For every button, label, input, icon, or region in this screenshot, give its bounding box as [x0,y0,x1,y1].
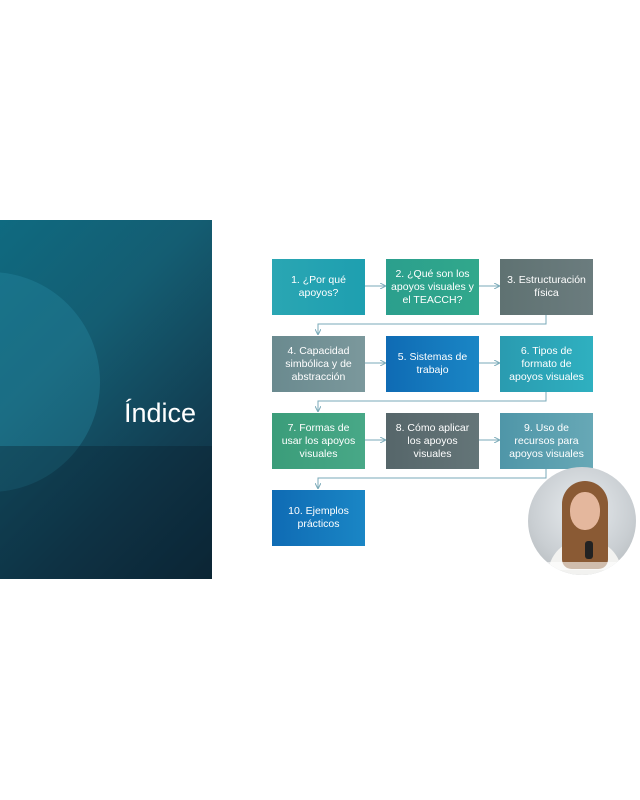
node-8: 8. Cómo aplicar los apoyos visuales [386,413,479,469]
node-2: 2. ¿Qué son los apoyos visuales y el TEA… [386,259,479,315]
slide-title: Índice [124,398,197,428]
video-control-bar[interactable] [534,562,628,570]
presenter-face [570,492,600,530]
node-9: 9. Uso de recursos para apoyos visuales [500,413,593,469]
arrow-9-10 [318,468,547,488]
node-5: 5. Sistemas de trabajo [386,336,479,392]
title-panel [0,220,212,579]
arrow-3-4 [318,314,547,334]
node-6: 6. Tipos de formato de apoyos visuales [500,336,593,392]
node-4: 4. Capacidad simbólica y de abstracción [272,336,365,392]
arrow-6-7 [318,391,547,411]
node-1: 1. ¿Por qué apoyos? [272,259,365,315]
decorative-band [0,446,212,579]
presenter-webcam[interactable] [528,467,636,575]
node-3: 3. Estructuración física [500,259,593,315]
microphone-icon [585,541,593,559]
play-icon[interactable] [536,563,542,569]
node-10: 10. Ejemplos prácticos [272,490,365,546]
node-7: 7. Formas de usar los apoyos visuales [272,413,365,469]
